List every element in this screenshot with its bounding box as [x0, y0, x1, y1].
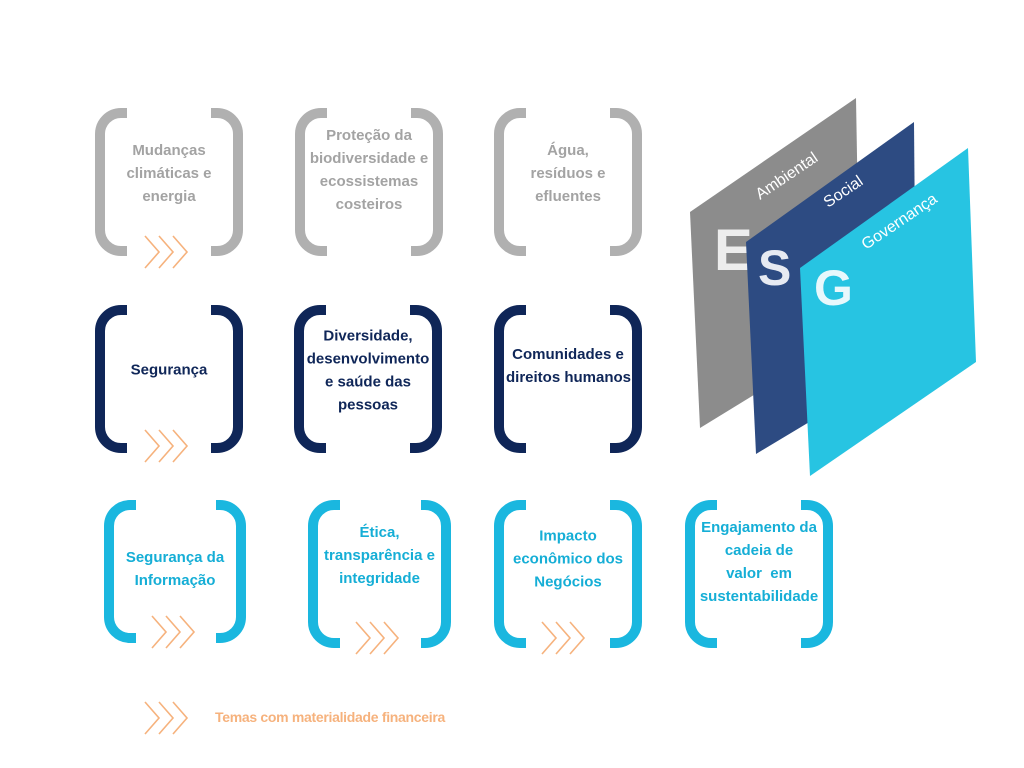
- topic-label-line: transparência e: [324, 546, 435, 564]
- topic-card-agua-residuos: Água, resíduos e efluentes: [494, 106, 642, 258]
- topic-label-line: e saúde das: [325, 373, 411, 391]
- topic-label-line: Informação: [134, 571, 216, 589]
- topic-label-line: desenvolvimento: [306, 350, 430, 368]
- topic-label-line: climáticas e: [126, 165, 212, 183]
- topic-label: Engajamento da cadeia de valor em sustentab…: [695, 516, 823, 608]
- topic-label: Diversidade, desenvolvimento e saúde das pe…: [304, 325, 432, 417]
- topic-label-line: Diversidade,: [323, 327, 413, 345]
- topic-label-line: biodiversidade e: [309, 150, 429, 168]
- topic-card-biodiversidade: Proteção da biodiversidade e ecossistemas c…: [295, 106, 443, 258]
- topic-label: Ética, transparência e integridade: [318, 521, 441, 590]
- financial-materiality-chevron-icon: [151, 615, 196, 649]
- topic-label-line: costeiros: [335, 196, 403, 214]
- topic-label-line: resíduos e: [530, 165, 606, 183]
- topic-label-line: efluentes: [535, 188, 601, 206]
- topic-label-line: Mudanças: [132, 142, 206, 160]
- topic-label: Comunidades e direitos humanos: [504, 343, 632, 389]
- topic-label-line: sustentabilidade: [699, 588, 819, 606]
- topic-label: Proteção da biodiversidade e ecossistemas c…: [305, 124, 433, 216]
- topic-label-line: integridade: [339, 569, 420, 587]
- topic-label-line: econômico dos: [512, 550, 624, 568]
- topic-label-line: Água,: [547, 142, 589, 160]
- svg-text:S: S: [758, 240, 791, 296]
- topic-label: Mudanças climáticas e energia: [105, 139, 233, 208]
- topic-label: Segurança da Informação: [114, 545, 236, 591]
- topic-label-line: Engajamento da: [701, 519, 817, 537]
- topic-card-mudancas-climaticas: Mudanças climáticas e energia: [95, 106, 243, 258]
- svg-text:G: G: [814, 260, 853, 316]
- topic-card-seguranca-informacao: Segurança da Informação: [104, 498, 246, 645]
- topic-label-line: cadeia de: [724, 542, 794, 560]
- topic-label-line: energia: [142, 188, 196, 206]
- topic-label-line: Segurança: [130, 361, 208, 379]
- topic-card-comunidades: Comunidades e direitos humanos: [494, 303, 642, 455]
- topic-card-seguranca: Segurança: [95, 303, 243, 455]
- topic-label-line: Segurança da: [125, 548, 225, 566]
- legend-chevron-icon: [144, 701, 189, 735]
- topic-label-line: Negócios: [534, 573, 602, 591]
- topic-label-line: direitos humanos: [506, 369, 632, 387]
- topic-label-line: Ética,: [359, 523, 400, 541]
- topic-label-line: ecossistemas: [319, 173, 419, 191]
- financial-materiality-chevron-icon: [144, 429, 189, 463]
- topic-card-diversidade: Diversidade, desenvolvimento e saúde das pe…: [294, 303, 442, 455]
- svg-text:E: E: [714, 218, 753, 283]
- topic-label-line: Comunidades e: [512, 346, 624, 364]
- topic-label-line: valor em: [726, 565, 792, 583]
- topic-label: Água, resíduos e efluentes: [504, 139, 632, 208]
- topic-label: Segurança: [105, 358, 233, 381]
- topic-label-line: Impacto: [539, 527, 597, 545]
- financial-materiality-chevron-icon: [541, 621, 586, 655]
- financial-materiality-chevron-icon: [144, 235, 189, 269]
- esg-panels-graphic: E Ambiental S Social G Governança: [690, 98, 976, 476]
- topic-label-line: Proteção da: [326, 127, 412, 145]
- legend-label: Temas com materialidade financeira: [215, 709, 445, 725]
- financial-materiality-chevron-icon: [355, 621, 400, 655]
- topic-card-engajamento: Engajamento da cadeia de valor em sustentab…: [685, 498, 833, 650]
- topic-label-line: pessoas: [337, 396, 399, 414]
